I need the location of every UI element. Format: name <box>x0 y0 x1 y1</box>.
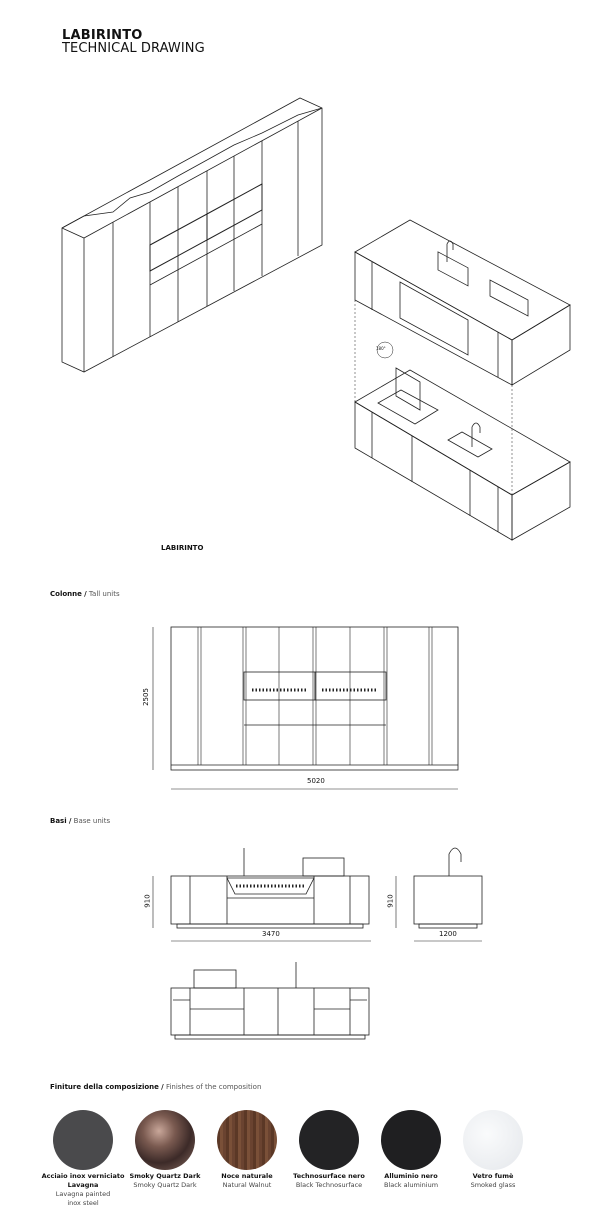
base-side-width-dimension: 1200 <box>439 930 457 938</box>
finish-swatch-technosurface <box>299 1110 359 1170</box>
finish-name-it: Smoky Quartz Dark <box>129 1172 201 1180</box>
base-front-height-dimension: 910 <box>143 894 152 908</box>
iso-caption: LABIRINTO <box>161 544 204 552</box>
tall-height-dimension: 2505 <box>141 688 150 706</box>
finish-name-it: Technosurface nero <box>293 1172 365 1180</box>
base-units-front-elevation <box>152 848 371 942</box>
iso-island-top-drawing <box>354 219 571 386</box>
finish-swatch-lavagna <box>53 1110 113 1170</box>
finish-name-it: Vetro fumè <box>472 1172 514 1180</box>
finish-name-en: Smoky Quartz Dark <box>133 1181 197 1189</box>
finish-swatch-walnut <box>217 1110 277 1170</box>
base-units-title-it: Basi <box>50 817 67 825</box>
guide-lines <box>354 300 513 495</box>
finish-name-en: Lavagna painted inox steel <box>55 1190 111 1207</box>
iso-tall-units-drawing <box>61 97 323 373</box>
base-units-heading: Basi / Base units <box>50 817 111 825</box>
iso-island-bottom-drawing <box>354 367 571 541</box>
base-units-title-en: Base units <box>73 817 111 825</box>
base-units-side-elevation <box>395 847 483 942</box>
finish-name-en: Smoked glass <box>470 1181 516 1189</box>
page-subtitle: TECHNICAL DRAWING <box>62 41 205 56</box>
tall-units-elevation <box>152 626 459 790</box>
base-units-back-elevation <box>170 962 370 1040</box>
finish-name-it: Acciaio inox verniciato Lavagna <box>41 1172 125 1189</box>
tall-units-title-en: Tall units <box>88 590 120 598</box>
finish-name-en: Black Technosurface <box>295 1181 363 1189</box>
rotation-icon <box>376 341 394 359</box>
tall-units-heading: Colonne / Tall units <box>50 590 120 598</box>
finish-name-en: Natural Walnut <box>222 1181 272 1189</box>
finishes-heading: Finiture della composizione / Finishes o… <box>50 1083 262 1091</box>
finish-swatch-aluminium <box>381 1110 441 1170</box>
finishes-title-it: Finiture della composizione <box>50 1083 159 1091</box>
tall-units-title-it: Colonne <box>50 590 82 598</box>
product-title: LABIRINTO <box>62 28 143 43</box>
base-side-height-dimension: 910 <box>386 894 395 908</box>
finish-name-en: Black aluminium <box>383 1181 439 1189</box>
finishes-title-en: Finishes of the composition <box>165 1083 262 1091</box>
base-front-width-dimension: 3470 <box>262 930 280 938</box>
finish-swatch-smoky-quartz <box>135 1110 195 1170</box>
rotation-label: 180° <box>376 346 386 351</box>
finish-name-it: Noce naturale <box>221 1172 273 1180</box>
tall-width-dimension: 5020 <box>307 777 325 785</box>
finish-name-it: Alluminio nero <box>384 1172 438 1180</box>
finish-swatch-smoked-glass <box>463 1110 523 1170</box>
